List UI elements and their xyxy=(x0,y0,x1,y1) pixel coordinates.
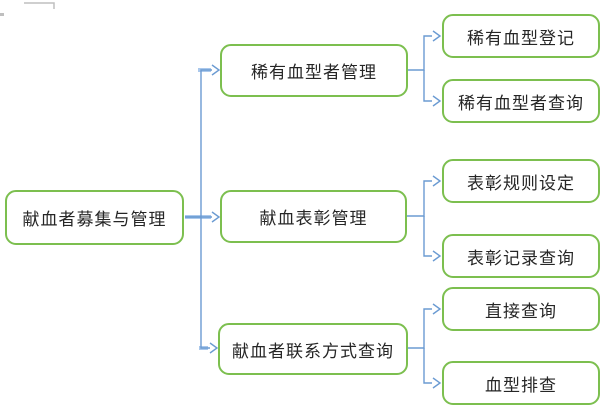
leaf-node-rare-blood-type-registration: 稀有血型登记 xyxy=(442,14,600,58)
branch-node-rare-blood-type-management: 稀有血型者管理 xyxy=(220,44,408,97)
root-branch-connectors xyxy=(185,64,221,354)
leaf-node-rare-blood-type-query: 稀有血型者查询 xyxy=(442,79,600,123)
arrow-head xyxy=(209,342,219,354)
arrow-head xyxy=(211,64,221,76)
arrow-head xyxy=(432,95,442,107)
leaf-node-commendation-record-query: 表彰记录查询 xyxy=(442,234,600,278)
leaf-node-commendation-rule-setting: 表彰规则设定 xyxy=(442,159,600,203)
branch-leaf-connectors xyxy=(407,30,442,389)
arrow-head xyxy=(432,303,442,315)
arrow-head xyxy=(432,250,442,262)
connector-stubs xyxy=(185,68,211,350)
branch-node-donor-contact-query: 献血者联系方式查询 xyxy=(218,323,408,375)
arrow-head xyxy=(432,175,442,187)
leaf-node-direct-query: 直接查询 xyxy=(442,287,600,331)
branch-node-donation-commendation-management: 献血表彰管理 xyxy=(220,190,407,243)
leaf-node-blood-type-screening: 血型排查 xyxy=(442,361,600,405)
arrow-head xyxy=(432,377,442,389)
arrow-head xyxy=(211,211,221,223)
crop-artifact xyxy=(0,2,55,16)
arrow-head xyxy=(432,30,442,42)
root-node-blood-donor-recruitment-management: 献血者募集与管理 xyxy=(5,190,184,245)
